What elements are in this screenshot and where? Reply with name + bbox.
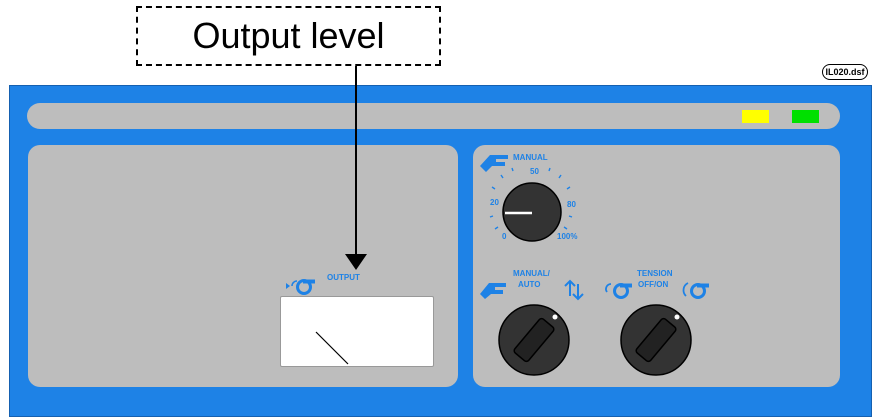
manual-dial-scale [489, 167, 573, 230]
scale-label-100: 100% [557, 232, 578, 241]
manual-auto-label-line2: AUTO [518, 280, 541, 289]
callout-text: Output level [192, 15, 385, 56]
scale-label-20: 20 [490, 198, 499, 207]
hand-icon [480, 155, 508, 172]
output-label: OUTPUT [327, 273, 360, 282]
output-pump-icon [286, 279, 315, 295]
tension-label-line2: OFF/ON [638, 280, 669, 289]
output-meter [280, 296, 434, 367]
manual-dial-knob[interactable] [502, 182, 562, 242]
manual-auto-hand-icon [480, 283, 506, 299]
auto-arrows-icon [564, 279, 584, 301]
scale-label-50: 50 [530, 167, 539, 176]
tension-on-icon [682, 282, 709, 299]
scale-label-0: 0 [502, 232, 507, 241]
tension-label-line1: TENSION [637, 269, 673, 278]
manual-auto-selector-knob[interactable] [498, 304, 570, 376]
output-level-callout: Output level [136, 6, 441, 66]
green-indicator-lamp [792, 110, 819, 123]
manual-auto-label-line1: MANUAL/ [513, 269, 550, 278]
file-tag: IL020.dsf [822, 64, 868, 80]
scale-label-80: 80 [567, 200, 576, 209]
tension-selector-knob[interactable] [620, 304, 692, 376]
yellow-indicator-lamp [742, 110, 769, 123]
status-strip [27, 103, 840, 129]
meter-needle [315, 331, 349, 365]
manual-label: MANUAL [513, 153, 548, 162]
tension-off-icon [605, 283, 632, 299]
file-tag-text: IL020.dsf [825, 67, 865, 77]
callout-arrowhead [345, 254, 367, 270]
